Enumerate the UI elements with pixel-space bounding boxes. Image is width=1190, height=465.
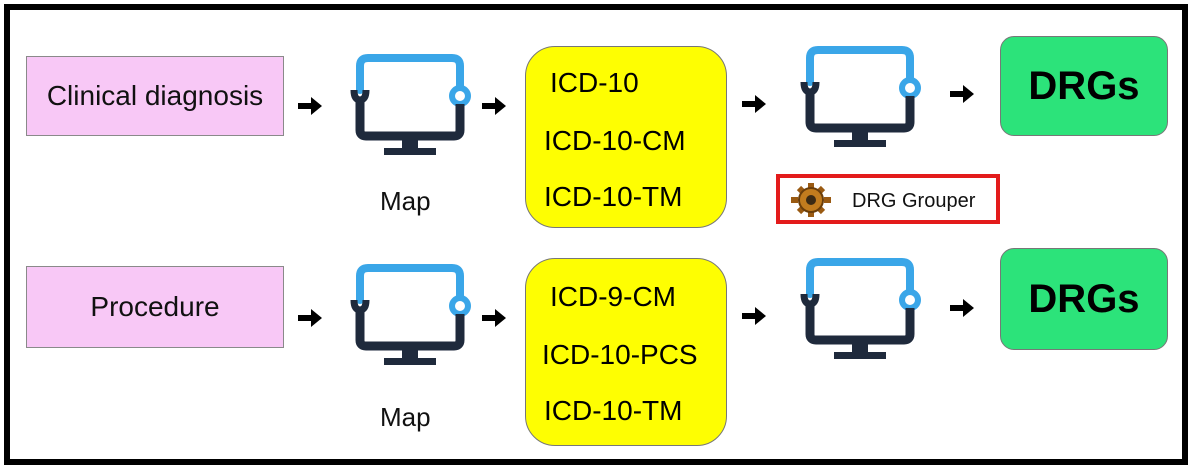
code-item: ICD-10-PCS bbox=[542, 339, 698, 370]
drgs-output-box: DRGs bbox=[1000, 248, 1168, 350]
code-item: ICD-10 bbox=[550, 67, 639, 98]
diagnosis-codes-box: ICD-10 ICD-10-CM ICD-10-TM bbox=[525, 46, 727, 228]
arrow-icon bbox=[950, 85, 974, 103]
arrow-icon bbox=[742, 307, 766, 325]
map-label: Map bbox=[380, 402, 431, 432]
code-item: ICD-9-CM bbox=[550, 281, 676, 312]
monitor-icon bbox=[800, 46, 921, 147]
drgs-label: DRGs bbox=[1028, 276, 1140, 321]
arrow-icon bbox=[298, 97, 322, 115]
drgs-label: DRGs bbox=[1028, 63, 1140, 108]
arrow-icon bbox=[298, 309, 322, 327]
procedure-codes-box: ICD-9-CM ICD-10-PCS ICD-10-TM bbox=[525, 258, 727, 446]
arrow-icon bbox=[482, 97, 506, 115]
monitor-icon bbox=[350, 264, 471, 365]
monitor-icon bbox=[350, 54, 471, 155]
map-label: Map bbox=[380, 186, 431, 216]
drg-grouper-callout: DRG Grouper bbox=[776, 174, 1000, 224]
procedure-label: Procedure bbox=[90, 291, 220, 322]
clinical-diagnosis-label: Clinical diagnosis bbox=[46, 80, 264, 111]
code-item: ICD-10-CM bbox=[544, 125, 686, 156]
code-item: ICD-10-TM bbox=[544, 181, 683, 212]
arrow-icon bbox=[950, 299, 974, 317]
procedure-box: Procedure bbox=[26, 266, 284, 348]
arrow-icon bbox=[482, 309, 506, 327]
arrow-icon bbox=[742, 95, 766, 113]
drgs-output-box: DRGs bbox=[1000, 36, 1168, 136]
drg-grouper-label: DRG Grouper bbox=[852, 190, 976, 212]
gear-icon bbox=[791, 183, 831, 217]
monitor-icon bbox=[800, 258, 921, 359]
code-item: ICD-10-TM bbox=[544, 395, 683, 426]
clinical-diagnosis-box: Clinical diagnosis bbox=[26, 56, 284, 136]
